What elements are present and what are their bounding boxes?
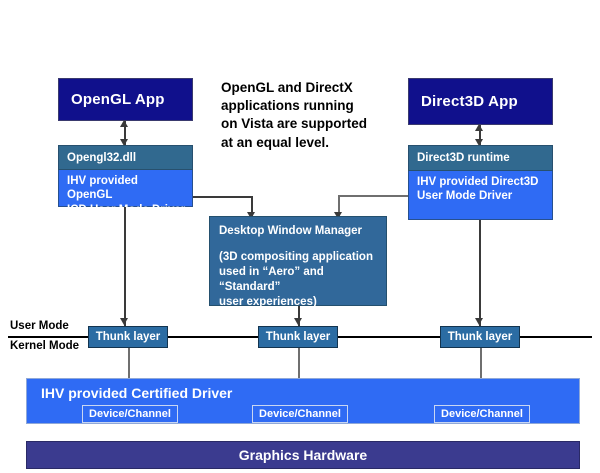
direct3d-app-runtime-link [479,125,481,145]
graphics-hardware-box: Graphics Hardware [26,441,580,469]
desktop-window-manager-box: Desktop Window Manager (3D compositing a… [209,216,387,308]
d3d-umd-to-thunk-arrow [475,318,483,325]
opengl32-dll-label: Opengl32.dll [67,151,137,164]
d3d-umd-to-dwm-v [338,195,340,216]
opengl-app-label: OpenGL App [71,91,165,108]
d3d-link-arrow-up [475,124,483,131]
opengl-umd-to-dwm-arrow [247,212,255,219]
d3d-umd-line-1: IHV provided Direct3D [417,176,539,188]
dwm-body-line-1: (3D compositing application [219,250,373,263]
explanatory-note: OpenGL and DirectX applications running … [221,79,401,152]
opengl-link-arrow-up [120,120,128,127]
thunk-layer-3: Thunk layer [440,326,520,348]
note-line-2: applications running [221,98,354,114]
opengl-app-runtime-link [124,121,126,145]
dwm-to-thunk-v [298,306,300,326]
opengl-umd-to-dwm-v [251,196,253,216]
device-channel-1: Device/Channel [82,405,178,423]
thunk3-to-device-v [480,348,482,400]
dwm-body-line-3: user experiences) [219,295,317,308]
certified-driver-title: IHV provided Certified Driver [41,385,233,401]
thunk-layer-3-label: Thunk layer [447,331,513,343]
direct3d-runtime-label: Direct3D runtime [417,152,510,164]
opengl-link-arrow-down [120,139,128,146]
dwm-title: Desktop Window Manager [219,225,363,237]
dwm-body-line-2: used in “Aero” and “Standard” [219,265,324,293]
d3d-umd-line-2: User Mode Driver [417,190,513,203]
graphics-hardware-label: Graphics Hardware [238,447,368,463]
dwm-to-thunk-arrow [294,318,302,325]
device-channel-2-label: Device/Channel [259,408,341,420]
opengl-umd-line-1: IHV provided OpenGL [67,175,138,202]
opengl-umd-to-thunk-v [124,207,126,326]
thunk-layer-1-label: Thunk layer [95,331,161,343]
note-line-3: on Vista are supported [221,116,368,132]
d3d-umd-to-dwm-h [338,195,408,197]
direct3d-user-mode-driver-box: IHV provided Direct3D User Mode Driver [408,171,553,220]
direct3d-app-box: Direct3D App [408,78,553,125]
d3d-umd-to-dwm-arrow [334,212,342,219]
kernel-mode-label: Kernel Mode [10,340,80,352]
thunk2-to-device-v [298,348,300,400]
d3d-link-arrow-down [475,139,483,146]
note-line-4: at an equal level. [221,134,330,150]
opengl-icd-user-mode-driver-box: IHV provided OpenGL ICD User Mode Driver [58,170,193,216]
device-channel-2: Device/Channel [252,405,348,423]
opengl-umd-line-2: ICD User Mode Driver [67,203,186,216]
thunk-layer-1: Thunk layer [88,326,168,348]
user-mode-label: User Mode [10,320,69,332]
dwm-body: (3D compositing application used in “Aer… [219,250,377,310]
thunk-layer-2-label: Thunk layer [265,331,331,343]
opengl-app-box: OpenGL App [58,78,193,121]
opengl-umd-to-thunk-arrow [120,318,128,325]
thunk1-to-device-v [128,348,130,400]
note-line-1: OpenGL and DirectX [221,80,353,95]
device-channel-3: Device/Channel [434,405,530,423]
opengl32-dll-box: Opengl32.dll [58,145,193,170]
thunk-layer-2: Thunk layer [258,326,338,348]
direct3d-app-label: Direct3D App [421,93,518,110]
direct3d-runtime-box: Direct3D runtime [408,145,553,171]
d3d-umd-to-thunk-v [479,220,481,326]
opengl-umd-to-dwm-h [193,196,252,198]
device-channel-3-label: Device/Channel [441,408,523,420]
device-channel-1-label: Device/Channel [89,408,171,420]
